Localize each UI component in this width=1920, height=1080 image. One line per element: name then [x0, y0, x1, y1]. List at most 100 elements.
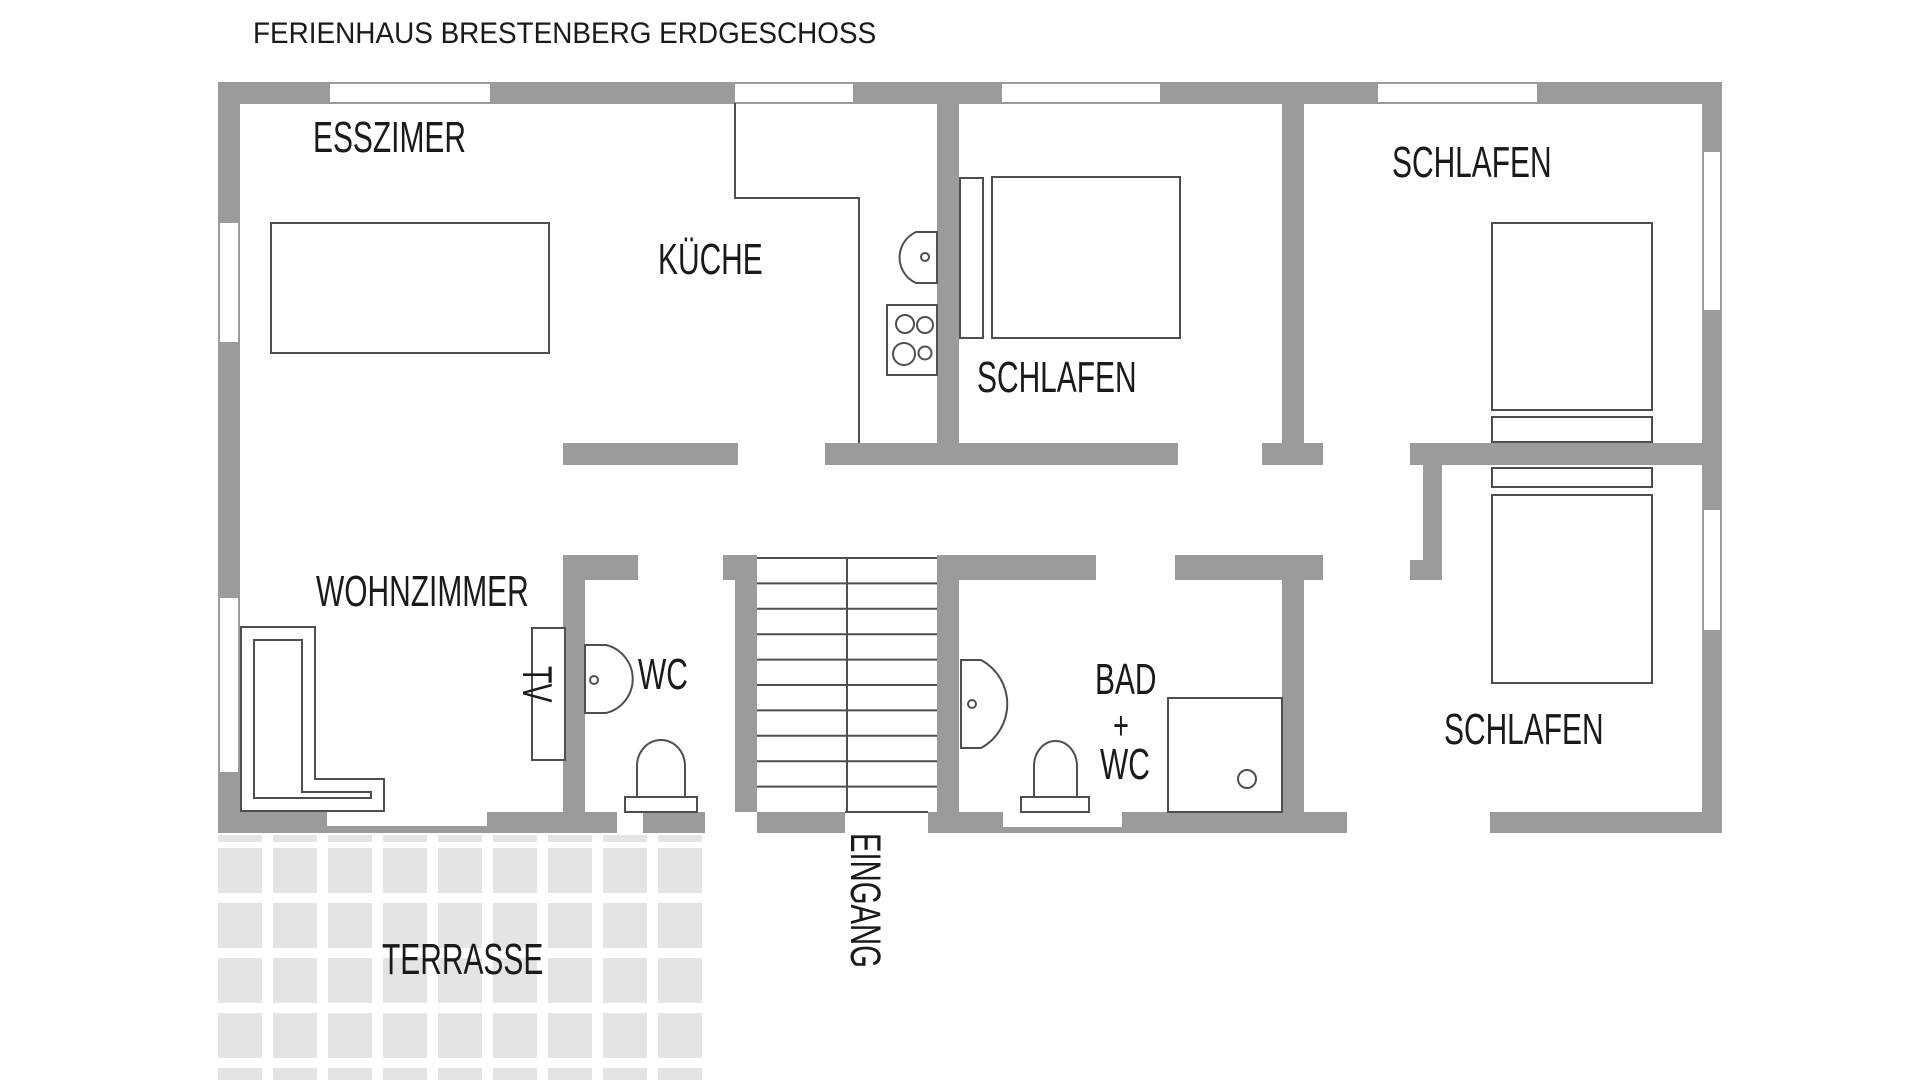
room-label-kueche: KÜCHE [658, 235, 763, 284]
terrace-tile [548, 1068, 592, 1080]
wall-left-2 [218, 342, 240, 598]
window-top-kueche-inner [735, 102, 853, 104]
wall-bottom-7 [1490, 812, 1722, 833]
terrace-tile [328, 1068, 372, 1080]
terrace-tile-strip [383, 835, 427, 842]
terrace-tile [383, 903, 427, 948]
terrace-tile [218, 1068, 262, 1080]
terrace-tile [218, 958, 262, 1003]
terrace-tile-strip [658, 835, 702, 842]
terrace-tile-strip [548, 835, 592, 842]
wall-middle-right [1410, 443, 1702, 465]
wall-right-2 [1702, 310, 1722, 510]
terrace-tile [438, 903, 482, 948]
bed-unten-rechts [1491, 494, 1653, 684]
stove-burner-1 [895, 314, 915, 334]
wall-stair-right [937, 580, 959, 812]
window-top-schlafen2-inner [1378, 102, 1537, 104]
terrace-tile-strip [328, 835, 372, 842]
terrace-tile-strip [273, 835, 317, 842]
terrace-tile [493, 903, 537, 948]
wall-bottom-5 [928, 812, 1003, 833]
wall-kitchen-divider [937, 104, 959, 465]
bad-sink-tap [967, 699, 977, 709]
shower-tray [1167, 697, 1283, 813]
window-top-esszimer-outer [330, 82, 490, 84]
room-label-eingang: EINGANG [841, 833, 889, 968]
wall-right-3 [1702, 630, 1722, 833]
wc-sink-tap [589, 675, 599, 685]
room-label-wohnzimmer: WOHNZIMMER [316, 567, 529, 616]
window-right-2-inner [1702, 510, 1704, 630]
terrace-tile [273, 1068, 317, 1080]
bad-toilet-base [1020, 796, 1090, 813]
terrace-tile [548, 903, 592, 948]
terrace-tile [603, 903, 647, 948]
terrace-tile [383, 1013, 427, 1058]
wall-wc-top [563, 555, 638, 580]
window-left-1-inner [238, 223, 240, 342]
dresser-rechts-2 [1491, 467, 1653, 488]
stove-burner-3 [892, 342, 916, 366]
wall-wc-left [563, 580, 585, 812]
terrace-tile [328, 903, 372, 948]
bed-mitte [991, 176, 1181, 339]
sofa-outline-inner [253, 639, 372, 799]
terrace-tile [603, 1068, 647, 1080]
bed-oben-rechts [1491, 222, 1653, 411]
terrace-tile [438, 958, 482, 1003]
terrace-tile [658, 1013, 702, 1058]
terrace-tile [273, 1013, 317, 1058]
sill-terrace-door [327, 826, 487, 833]
wall-top-2 [490, 82, 735, 104]
wall-top-1 [218, 82, 330, 104]
bed-mitte-headboard [959, 177, 984, 339]
room-label-wc: WC [638, 650, 688, 699]
terrace-tile [328, 958, 372, 1003]
wall-jog-cap [1410, 560, 1442, 580]
terrace-tile [273, 958, 317, 1003]
window-right-1-outer [1720, 152, 1722, 310]
wall-top-4 [1160, 82, 1378, 104]
terrace-tile [218, 848, 262, 893]
wall-bad-top-right [1175, 555, 1323, 580]
wall-bottom-4 [757, 812, 845, 833]
terrace-tile-strip [218, 835, 262, 842]
terrace-tile [438, 848, 482, 893]
room-label-esszimer: ESSZIMER [313, 113, 466, 162]
room-label-terrasse: TERRASSE [382, 935, 544, 984]
window-top-schlafen-outer [1002, 82, 1160, 84]
wall-middle-a [563, 443, 738, 465]
terrace-tile [658, 958, 702, 1003]
window-left-2-inner [238, 598, 240, 772]
terrace-tile [383, 1068, 427, 1080]
terrace-tile [438, 1013, 482, 1058]
terrace-tile [603, 958, 647, 1003]
room-label-schlafen-oben-rechts: SCHLAFEN [1392, 138, 1552, 187]
bad-sink [960, 659, 1009, 749]
tv-board [531, 627, 566, 761]
room-label-tv: TV [514, 666, 561, 703]
terrace-tile [438, 1068, 482, 1080]
wall-bad-top-left [937, 555, 1096, 580]
window-top-schlafen-inner [1002, 102, 1160, 104]
room-label-bad-plus: + [1113, 704, 1129, 748]
sill-bad-window [1003, 827, 1122, 833]
wc-toilet-base [624, 796, 698, 813]
wall-bottom-6 [1122, 812, 1347, 833]
wall-right-1 [1702, 82, 1722, 152]
wall-corridor-cap [1262, 443, 1323, 465]
terrace-tile [658, 1068, 702, 1080]
window-left-1-outer [218, 223, 220, 342]
window-top-esszimer-inner [330, 102, 490, 104]
window-left-2-outer [218, 598, 220, 772]
terrace-tile [493, 1068, 537, 1080]
terrace-tile [548, 958, 592, 1003]
terrace-tile [383, 958, 427, 1003]
stove [886, 304, 938, 376]
room-label-bad: BAD [1095, 655, 1157, 704]
window-right-1-inner [1702, 152, 1704, 310]
kitchen-sink [898, 231, 938, 284]
dresser-rechts-1 [1491, 416, 1653, 443]
